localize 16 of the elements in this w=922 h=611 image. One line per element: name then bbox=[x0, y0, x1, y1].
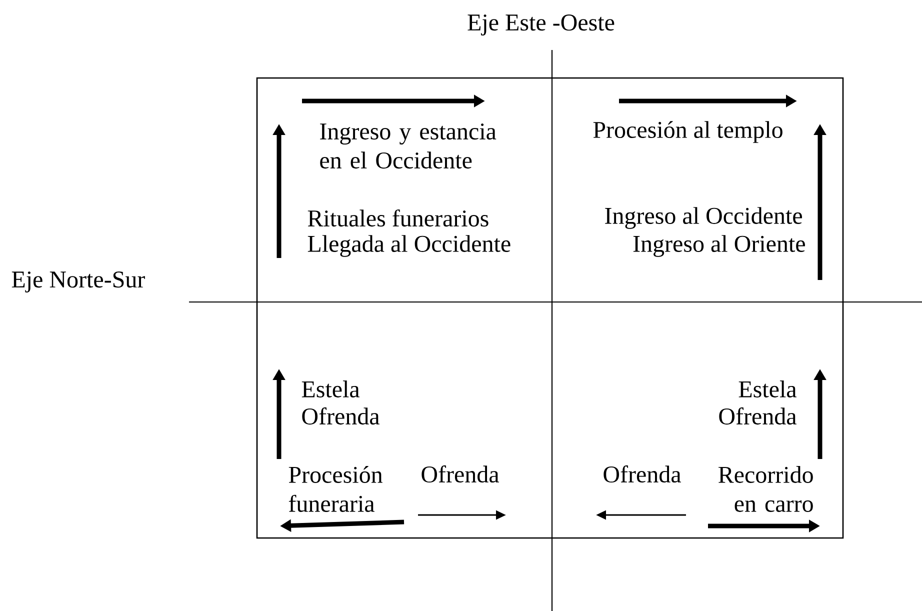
axis-label: Eje Norte-Sur bbox=[12, 272, 145, 292]
stage-label: Estela bbox=[738, 380, 796, 398]
stage-label: Rituales funerarios bbox=[308, 209, 488, 227]
stage-label: Ofrenda bbox=[422, 465, 499, 483]
stage-label: Estela bbox=[302, 380, 360, 398]
stage-label: Ofrenda bbox=[604, 465, 681, 483]
stage-label: Ofrenda bbox=[302, 407, 380, 425]
stage-label: Procesión funeraria bbox=[288, 466, 382, 512]
stage-label: Ingreso al Occidente bbox=[605, 207, 802, 229]
stage-label: Ingreso y estancia en el Occidente bbox=[320, 123, 496, 169]
stage-label: Ofrenda bbox=[719, 407, 796, 425]
axis-label: Eje Este -Oeste bbox=[468, 14, 614, 36]
stage-label: Recorrido en carro bbox=[718, 466, 813, 512]
stage-label: Procesión al templo bbox=[593, 121, 782, 143]
stage-label: Llegada al Occidente bbox=[308, 235, 510, 257]
stage-label: Ingreso al Oriente bbox=[633, 235, 805, 257]
